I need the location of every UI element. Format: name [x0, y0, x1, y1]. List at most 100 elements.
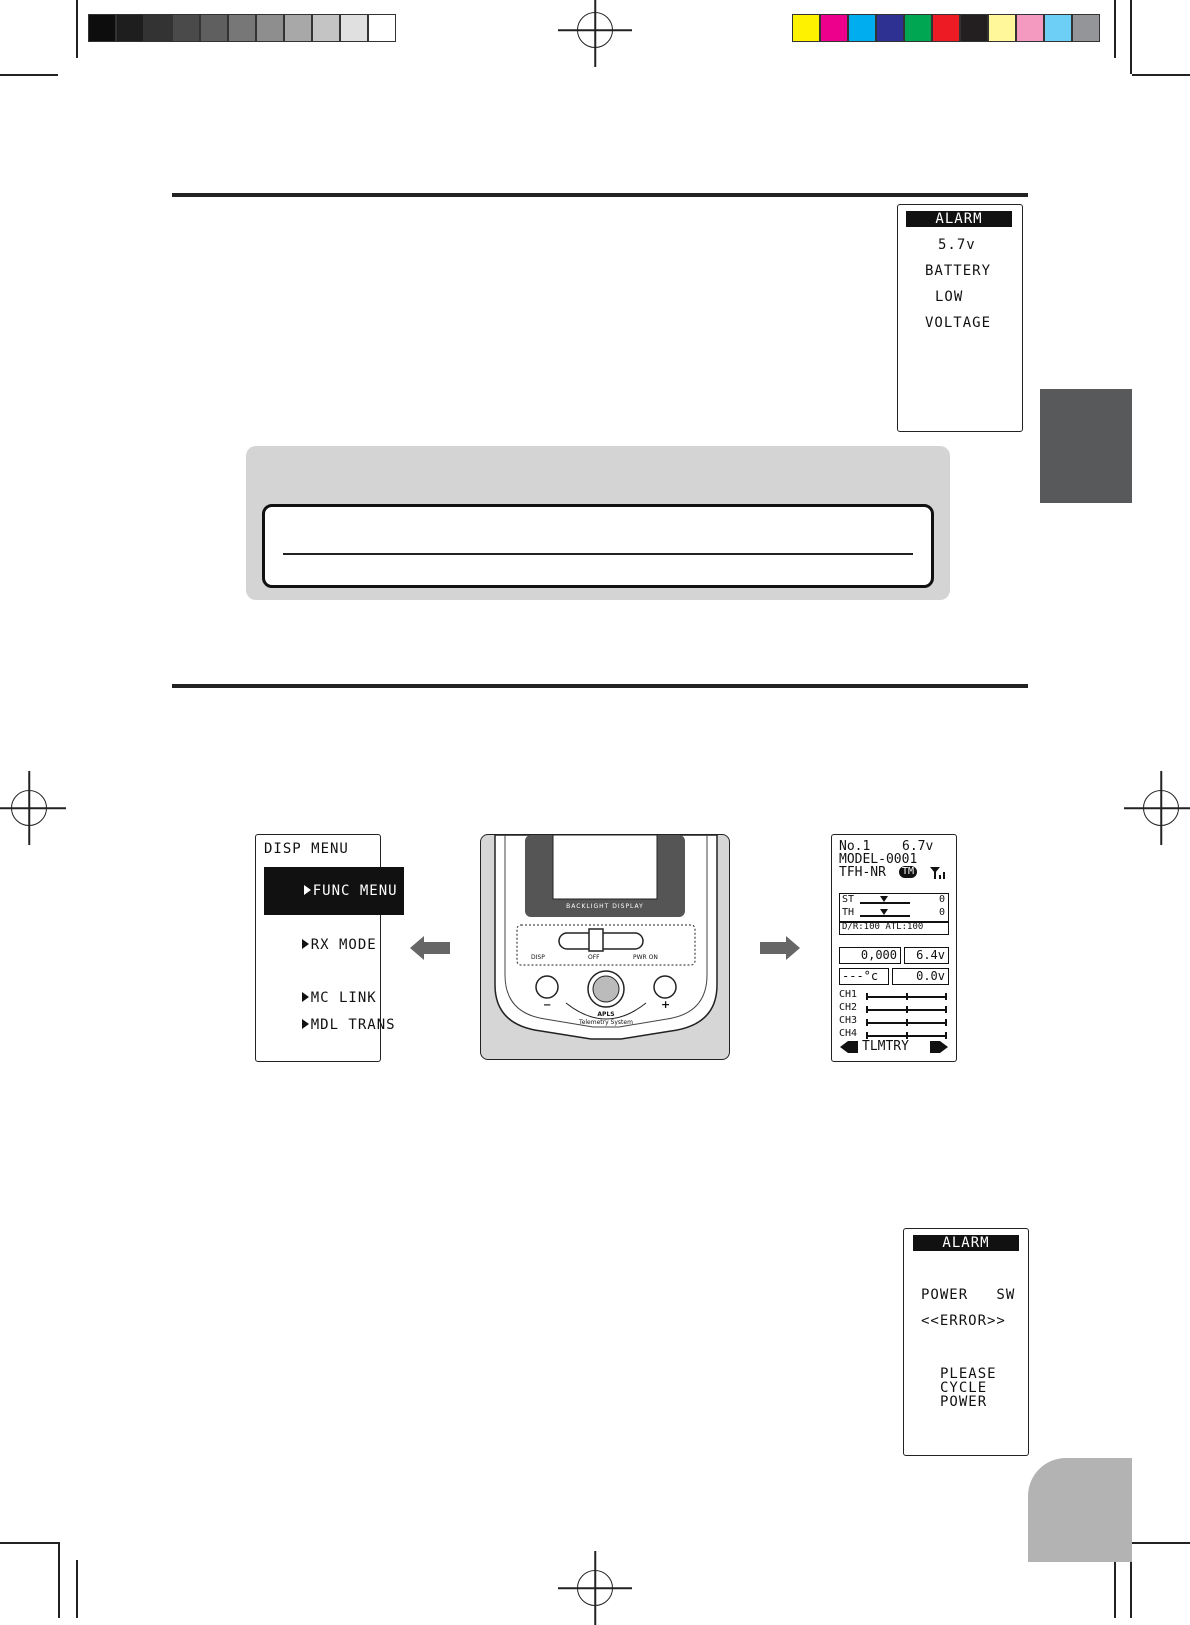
gray-swatch — [256, 14, 284, 42]
minus-button[interactable] — [536, 976, 558, 998]
alarm-line-voltage: VOLTAGE — [925, 315, 992, 331]
channel-tick — [906, 1019, 908, 1026]
st-marker-icon — [880, 896, 888, 902]
alarm-power-switch-display: ALARM POWER SW <<ERROR>> PLEASE CYCLE PO… — [903, 1228, 1029, 1456]
alarm-voltage: 5.7v — [938, 237, 976, 253]
switch-pwr-label: PWR ON — [633, 954, 658, 961]
registration-mark-left — [11, 790, 47, 826]
item-arrow-icon — [301, 992, 309, 1002]
gray-swatch — [312, 14, 340, 42]
color-swatch — [960, 14, 988, 42]
channel-tick — [866, 1006, 868, 1013]
channel-tick — [866, 1019, 868, 1026]
minus-label: − — [543, 1000, 552, 1011]
channel-tick — [906, 1032, 908, 1039]
registration-mark-top — [577, 12, 613, 48]
section-rule-top — [172, 193, 1028, 197]
arrow-right-icon — [760, 936, 800, 960]
brand-subtitle: Telemetry System — [579, 1019, 633, 1026]
right-page-arrow-icon[interactable] — [930, 1041, 948, 1053]
page-number-tab — [1028, 1458, 1132, 1562]
gray-swatch — [340, 14, 368, 42]
alarm-cycle: CYCLE — [940, 1380, 988, 1396]
color-swatch — [904, 14, 932, 42]
note-box — [246, 446, 950, 600]
telemetry-display: No.1 6.7v MODEL-0001 TFH-NR TM ST 0 TH 0… — [831, 834, 957, 1062]
section-rule-middle — [172, 684, 1028, 688]
selection-arrow-icon — [303, 885, 311, 895]
temperature: ---°c — [842, 969, 879, 983]
voltage2-box: 0.0v — [892, 968, 949, 985]
th-marker-icon — [880, 909, 888, 915]
tx-voltage: 6.7v — [902, 839, 934, 854]
alarm-power: POWER — [940, 1394, 988, 1410]
gray-swatch — [172, 14, 200, 42]
registration-mark-right — [1143, 790, 1179, 826]
timer-box: 0,000 — [839, 947, 901, 964]
alarm-low-voltage-display: ALARM 5.7v BATTERY LOW VOLTAGE — [897, 204, 1023, 432]
rx-voltage-box: 6.4v — [904, 947, 949, 964]
gray-swatch — [284, 14, 312, 42]
channel-tick — [945, 1032, 947, 1039]
plus-button[interactable] — [654, 976, 676, 998]
note-underline — [283, 553, 913, 555]
arrow-left-icon — [410, 936, 450, 960]
tm-badge: TM — [899, 866, 918, 878]
backlight-display-label: BACKLIGHT DISPLAY — [566, 903, 644, 910]
model-name: MODEL-0001 — [839, 852, 918, 867]
gray-swatch — [116, 14, 144, 42]
channel-tick — [945, 1019, 947, 1026]
color-swatch — [1044, 14, 1072, 42]
chapter-tab — [1040, 389, 1132, 503]
channel-tick — [906, 993, 908, 1000]
note-inner-box — [262, 504, 934, 588]
gray-swatch — [88, 14, 116, 42]
st-bar — [860, 902, 910, 904]
channel-tick — [945, 1006, 947, 1013]
channel-tick — [906, 1006, 908, 1013]
color-swatch — [988, 14, 1016, 42]
disp-menu-title: DISP MENU — [264, 841, 349, 857]
alarm-power-sw: POWER SW — [921, 1287, 1016, 1303]
registration-mark-bottom — [577, 1570, 613, 1606]
channel-label: CH3 — [839, 1015, 858, 1026]
rx-voltage: 6.4v — [916, 948, 945, 962]
st-value: 0 — [938, 894, 945, 905]
switch-off-label: OFF — [588, 954, 600, 961]
gray-swatch — [228, 14, 256, 42]
alarm-title: ALARM — [906, 211, 1012, 227]
alarm-title: ALARM — [913, 1235, 1019, 1251]
gray-swatch — [144, 14, 172, 42]
alarm-error: <<ERROR>> — [921, 1313, 1006, 1329]
menu-item-rx-mode[interactable]: RX MODE — [264, 921, 377, 969]
color-swatch — [1072, 14, 1100, 42]
menu-item-mdl-trans[interactable]: MDL TRANS — [264, 1001, 396, 1049]
menu-item-mc-link[interactable]: MC LINK — [264, 974, 377, 1022]
gray-swatch — [200, 14, 228, 42]
disp-menu-display: DISP MENU FUNC MENU RX MODE MC LINK MDL … — [255, 834, 404, 1062]
item-arrow-icon — [301, 1019, 309, 1029]
dr-atl: D/R:100 ATL:100 — [842, 922, 924, 932]
alarm-line-battery: BATTERY — [925, 263, 992, 279]
channel-tick — [945, 993, 947, 1000]
color-swatch — [792, 14, 820, 42]
power-switch[interactable] — [589, 929, 603, 951]
gray-swatch — [368, 14, 396, 42]
channel-tick — [866, 993, 868, 1000]
channel-label: CH4 — [839, 1028, 858, 1039]
channel-tick — [866, 1032, 868, 1039]
timer-value: 0,000 — [860, 948, 897, 962]
alarm-line-low: LOW — [935, 289, 964, 305]
menu-item-func-menu[interactable]: FUNC MENU — [264, 867, 404, 915]
trim-box: ST 0 TH 0 D/R:100 ATL:100 — [839, 893, 949, 935]
channel-label: CH1 — [839, 989, 858, 1000]
th-label: TH — [842, 907, 855, 918]
model-number: No.1 — [839, 839, 871, 854]
temperature-box: ---°c — [839, 968, 889, 985]
jog-dial[interactable] — [588, 971, 624, 1007]
item-arrow-icon — [301, 939, 309, 949]
telemetry-footer: TLMTRY — [862, 1039, 909, 1054]
left-page-arrow-icon[interactable] — [840, 1041, 858, 1053]
th-value: 0 — [938, 907, 945, 918]
color-swatch — [848, 14, 876, 42]
